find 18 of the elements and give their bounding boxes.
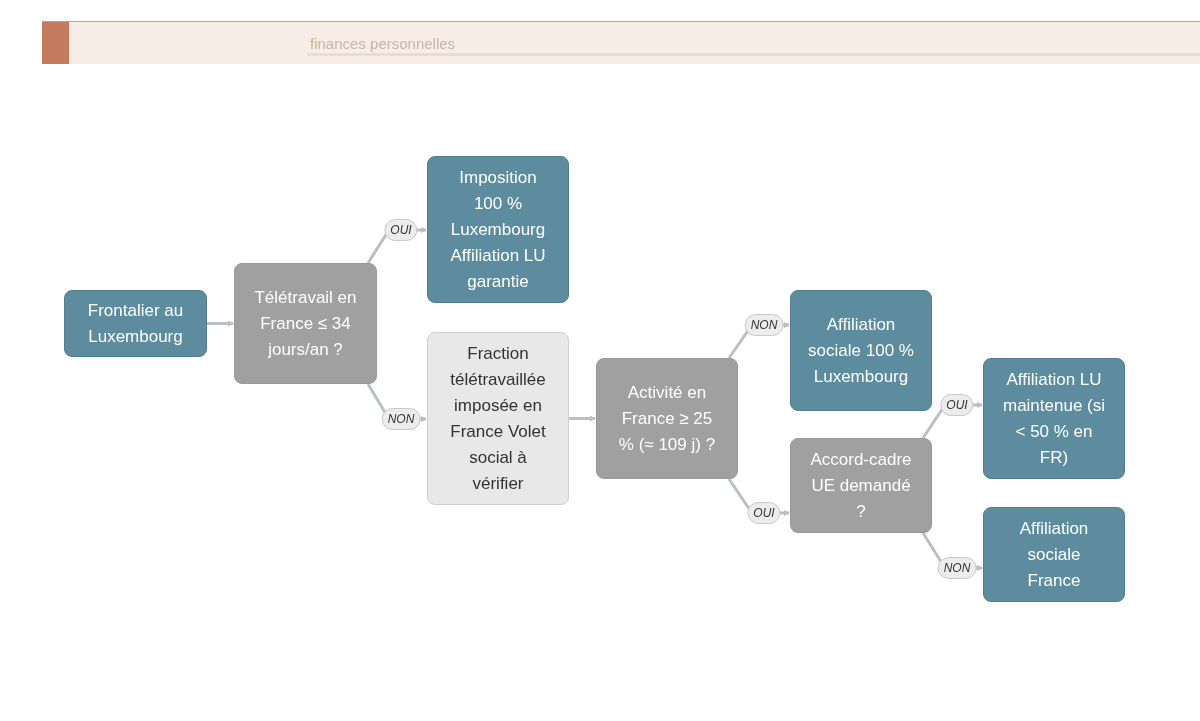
decision-box: Accord-cadre UE demandé ?: [790, 438, 932, 533]
outcome-box: Affiliation sociale France: [983, 507, 1125, 602]
decision-box: Télétravail en France ≤ 34 jours/an ?: [234, 263, 377, 384]
edge-label: OUI: [940, 394, 974, 416]
edge-label: NON: [744, 314, 784, 336]
arrow: [569, 415, 596, 422]
edge-label: OUI: [384, 219, 418, 241]
outcome-box: Imposition 100 % Luxembourg Affiliation LU garantie: [427, 156, 569, 303]
outcome-box: Affiliation LU maintenue (si < 50 % en FR): [983, 358, 1125, 479]
arrow: [207, 320, 234, 327]
process-box: Fraction télétravaillée imposée en France Volet social à vérifier: [427, 332, 569, 505]
edge-label: NON: [381, 408, 421, 430]
tagline-text: finances personnelles: [310, 34, 456, 54]
outcome-box: Frontalier au Luxembourg: [64, 290, 207, 357]
outcome-box: Affiliation sociale 100 % Luxembourg: [790, 290, 932, 411]
edge-label: NON: [937, 557, 977, 579]
decision-box: Activité en France ≥ 25 % (≈ 109 j) ?: [596, 358, 738, 479]
edge-label: OUI: [747, 502, 781, 524]
